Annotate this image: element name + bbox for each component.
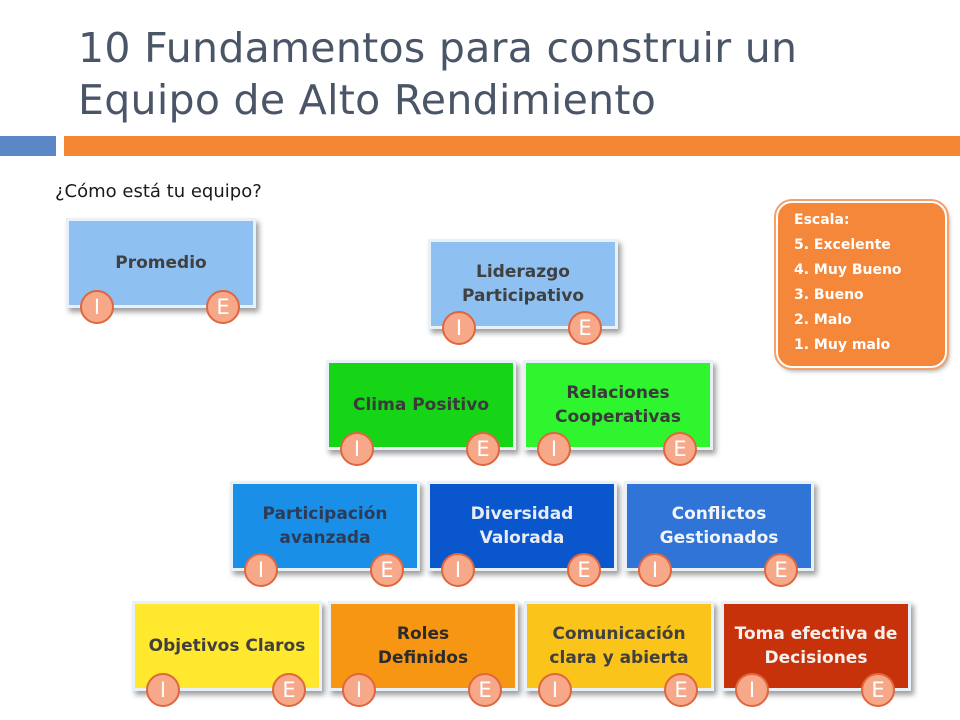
rating-scale-box: Escala: 5. Excelente 4. Muy Bueno 3. Bue… [774,199,949,370]
rating-circle-external[interactable]: E [861,673,895,707]
rating-circle-internal[interactable]: I [80,290,114,324]
rating-circle-internal[interactable]: I [442,311,476,345]
rating-circle-internal[interactable]: I [735,673,769,707]
question-text: ¿Cómo está tu equipo? [55,181,262,202]
scale-item: 5. Excelente [794,237,891,253]
rating-circle-external[interactable]: E [272,673,306,707]
rating-circle-external[interactable]: E [764,553,798,587]
rating-circle-external[interactable]: E [663,432,697,466]
title-underline-accent [0,136,56,156]
pyramid-box: Comunicación clara y abierta [524,601,714,691]
rating-circle-internal[interactable]: I [342,673,376,707]
rating-circle-internal[interactable]: I [244,553,278,587]
rating-circle-external[interactable]: E [568,311,602,345]
title-underline-bar [64,136,960,156]
slide-title: 10 Fundamentos para construir un Equipo … [78,24,798,124]
rating-circle-internal[interactable]: I [146,673,180,707]
scale-heading: Escala: [794,212,850,228]
scale-item: 3. Bueno [794,287,864,303]
rating-circle-external[interactable]: E [370,553,404,587]
rating-circle-external[interactable]: E [468,673,502,707]
rating-circle-internal[interactable]: I [537,432,571,466]
rating-circle-internal[interactable]: I [340,432,374,466]
scale-item: 2. Malo [794,312,852,328]
scale-item: 4. Muy Bueno [794,262,902,278]
rating-circle-external[interactable]: E [206,290,240,324]
rating-circle-internal[interactable]: I [638,553,672,587]
rating-circle-external[interactable]: E [466,432,500,466]
rating-circle-external[interactable]: E [664,673,698,707]
rating-circle-external[interactable]: E [567,553,601,587]
rating-circle-internal[interactable]: I [538,673,572,707]
rating-circle-internal[interactable]: I [441,553,475,587]
scale-item: 1. Muy malo [794,337,891,353]
